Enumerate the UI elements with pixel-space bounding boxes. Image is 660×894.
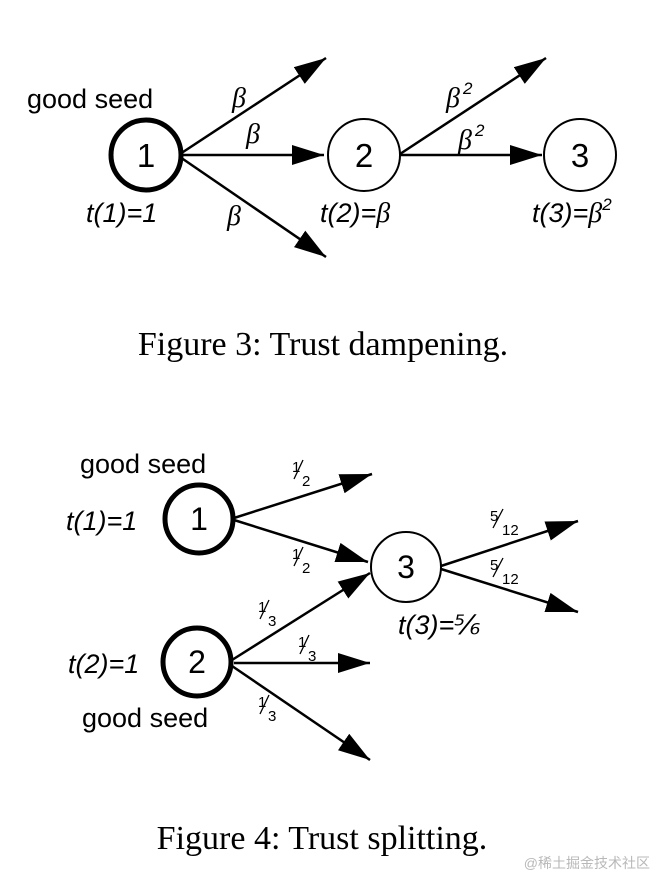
svg-text:2: 2 [302, 560, 310, 577]
fig4-edge-1-up [233, 472, 373, 520]
svg-text:1: 1 [292, 459, 300, 476]
svg-text:3: 3 [308, 648, 316, 665]
svg-text:1: 1 [292, 546, 300, 563]
fig4-trust-2: t(2)=1 [68, 649, 139, 679]
fig4-label-third-to-3: 1 3 [258, 599, 276, 630]
svg-text:1: 1 [298, 634, 306, 651]
fig4-caption: Figure 4: Trust splitting. [157, 820, 488, 857]
fig4-label-half-up: 1 2 [292, 459, 310, 490]
svg-text:2: 2 [474, 121, 485, 140]
svg-text:1: 1 [258, 694, 266, 711]
fig3-node-1-label: 1 [137, 137, 155, 174]
fig3-edge-label-beta-squared-mid: β 2 [457, 121, 485, 156]
fig4-node-1 [162, 482, 236, 556]
fig4-node-2 [160, 625, 234, 699]
fig3-node-1 [108, 117, 184, 193]
fig3-node-2 [327, 118, 401, 192]
svg-text:β: β [445, 83, 460, 114]
fig3-good-seed-label: good seed [27, 84, 153, 114]
fig4-node-3 [370, 531, 442, 603]
watermark-text: @稀土掘金技术社区 [524, 855, 650, 871]
svg-text:12: 12 [502, 522, 519, 539]
fig4-node-1-label: 1 [190, 501, 208, 537]
fig3-node-2-label: 2 [355, 137, 373, 174]
svg-text:12: 12 [502, 571, 519, 588]
fig3-caption: Figure 3: Trust dampening. [138, 326, 508, 363]
svg-text:3: 3 [268, 613, 276, 630]
svg-text:1: 1 [258, 599, 266, 616]
fig3-node-3-label: 3 [571, 137, 589, 174]
fig4-edge-2-to-3 [231, 571, 371, 662]
svg-text:3: 3 [268, 708, 276, 725]
fig3-edge-2-up [399, 56, 547, 156]
svg-text:5: 5 [490, 557, 498, 574]
fig4-edge-1-to-3 [233, 518, 369, 564]
figure-3-trust-dampening: good seed 1 2 3 β β β β 2 β 2 t(1)=1 t(2… [27, 56, 617, 363]
fig4-label-third-right: 1 3 [298, 634, 316, 665]
fig3-node-3 [543, 118, 617, 192]
fig3-trust-3: t(3)=β2 [532, 195, 612, 229]
fig4-label-half-mid: 1 2 [292, 546, 310, 577]
fig4-trust-3: t(3)=⅚ [398, 610, 480, 640]
fig4-label-five-twelfths-down: 5 12 [490, 557, 519, 588]
svg-text:β: β [457, 125, 472, 156]
fig4-label-five-twelfths-up: 5 12 [490, 508, 519, 539]
fig3-edge-1-up [179, 56, 327, 156]
svg-text:2: 2 [462, 79, 473, 98]
fig4-edge-3-up [440, 519, 579, 568]
fig3-edge-label-beta-squared-up: β 2 [445, 79, 473, 114]
svg-text:5: 5 [490, 508, 498, 525]
fig4-node-2-label: 2 [188, 644, 206, 680]
fig4-edge-2-down [231, 664, 371, 762]
fig3-edge-label-beta-up: β [231, 83, 246, 114]
fig4-trust-1: t(1)=1 [66, 506, 137, 536]
fig4-good-seed-label-1: good seed [80, 449, 206, 479]
fig3-edge-1-down [179, 155, 327, 259]
fig4-label-third-down: 1 3 [258, 694, 276, 725]
fig3-edge-label-beta-down: β [226, 201, 241, 232]
fig3-edge-label-beta-mid: β [245, 119, 260, 150]
fig3-trust-1: t(1)=1 [86, 198, 157, 228]
fig3-trust-2: t(2)=β [320, 198, 390, 229]
fig4-good-seed-label-2: good seed [82, 703, 208, 733]
fig4-edge-3-down [440, 567, 579, 614]
fig4-node-3-label: 3 [397, 549, 415, 585]
svg-text:2: 2 [302, 473, 310, 490]
figure-4-trust-splitting: good seed good seed 1 2 3 1 2 1 2 1 [66, 449, 579, 857]
